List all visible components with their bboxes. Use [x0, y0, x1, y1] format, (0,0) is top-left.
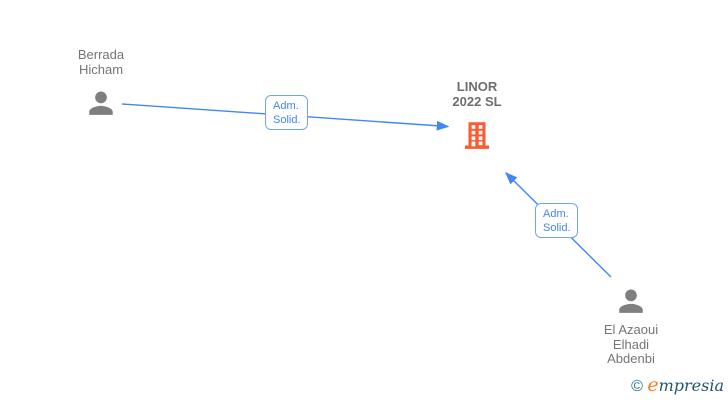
brand-wordmark: empresia [647, 374, 724, 396]
person2-label: El Azaoui Elhadi Abdenbi [603, 322, 659, 366]
edge-label-adm-solid-1[interactable]: Adm. Solid. [265, 95, 308, 130]
person-icon [86, 88, 116, 118]
person-icon [616, 286, 646, 316]
company-label: LINOR 2022 SL [452, 79, 502, 109]
edge-label-adm-solid-2[interactable]: Adm. Solid. [535, 203, 578, 238]
empresia-logo: © empresia [631, 374, 724, 396]
copyright-symbol: © [631, 378, 643, 395]
person1-label: Berrada Hicham [77, 47, 125, 77]
building-icon [460, 118, 494, 152]
